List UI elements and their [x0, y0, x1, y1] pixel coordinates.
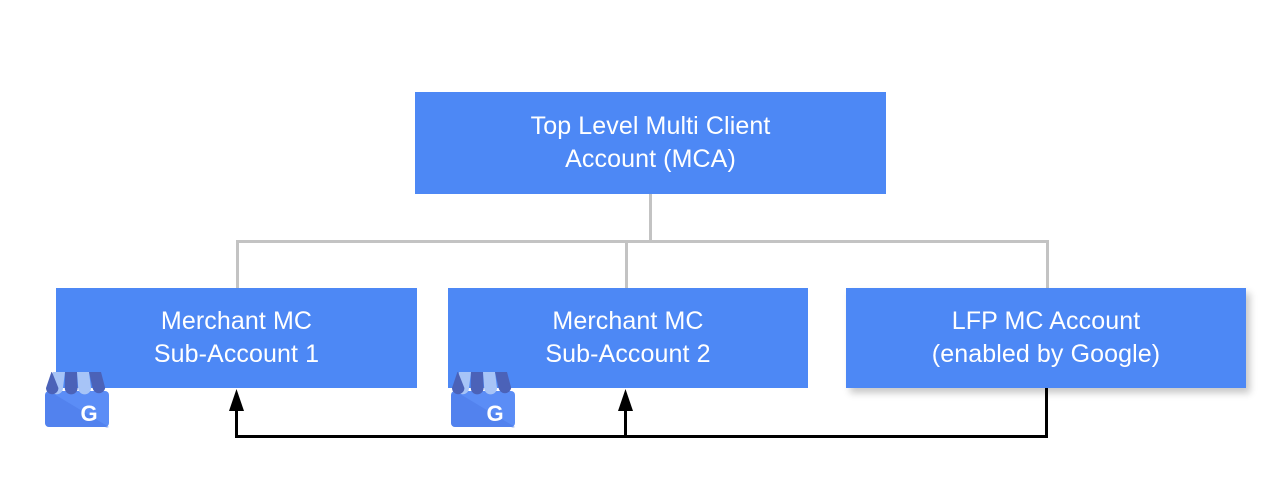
connector-horizontal-bus	[236, 240, 1049, 243]
feed-arrow-head-sub1	[229, 389, 244, 411]
google-business-profile-icon: G	[45, 372, 109, 428]
google-g-letter: G	[486, 401, 503, 426]
node-top-level-mca[interactable]: Top Level Multi Client Account (MCA)	[415, 92, 886, 194]
connector-bus-to-sub2	[625, 240, 628, 290]
node-merchant-sub-account-1-label: Merchant MC Sub-Account 1	[153, 307, 320, 368]
connector-bus-to-lfp	[1046, 240, 1049, 290]
feed-arrow-line-sub1	[235, 388, 1048, 438]
feed-arrow-head-sub2	[618, 389, 633, 411]
node-lfp-mc-account-label: LFP MC Account (enabled by Google)	[931, 307, 1161, 368]
node-merchant-sub-account-2[interactable]: Merchant MC Sub-Account 2	[448, 288, 808, 388]
node-lfp-mc-account[interactable]: LFP MC Account (enabled by Google)	[846, 288, 1246, 388]
node-top-level-mca-label: Top Level Multi Client Account (MCA)	[530, 112, 771, 173]
node-merchant-sub-account-2-label: Merchant MC Sub-Account 2	[545, 307, 711, 368]
connector-bus-to-sub1	[236, 240, 239, 290]
google-business-profile-icon: G	[451, 372, 515, 428]
google-g-letter: G	[80, 401, 97, 426]
connector-top-to-bus	[649, 194, 652, 242]
node-merchant-sub-account-1[interactable]: Merchant MC Sub-Account 1	[56, 288, 417, 388]
